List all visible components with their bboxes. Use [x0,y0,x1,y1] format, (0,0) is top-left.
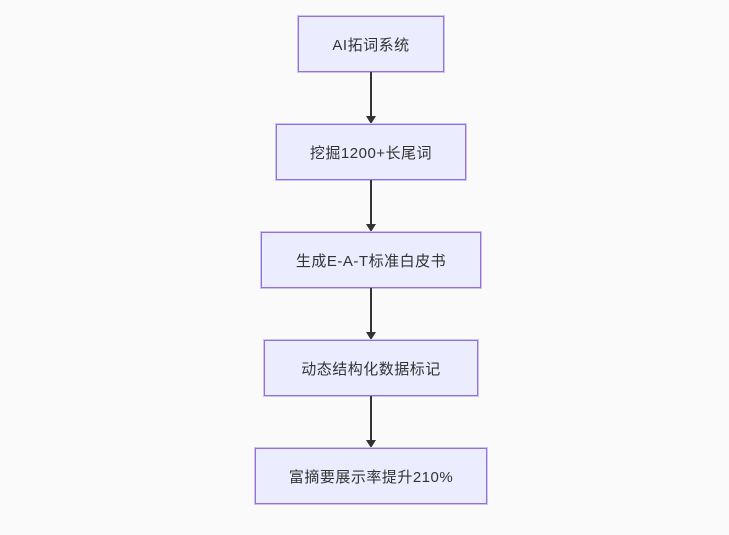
flow-node-structured-data: 动态结构化数据标记 [264,340,478,396]
edge-4-5 [366,396,376,448]
edge-line [370,288,372,332]
flow-node-label: 富摘要展示率提升210% [288,468,454,486]
flow-node-label: 动态结构化数据标记 [301,360,441,378]
flow-node-ai-word-system: AI拓词系统 [298,16,444,72]
flow-node-label: 挖掘1200+长尾词 [309,144,433,162]
arrowhead-down-icon [366,116,376,124]
edge-line [370,396,372,440]
flow-node-longtail-keywords: 挖掘1200+长尾词 [276,124,466,180]
arrowhead-down-icon [366,224,376,232]
edge-3-4 [366,288,376,340]
edge-1-2 [366,72,376,124]
flow-node-label: AI拓词系统 [332,36,410,54]
flowchart-column: AI拓词系统 挖掘1200+长尾词 生成E-A-T标准白皮书 动态结构化数据标记 [255,16,487,504]
edge-2-3 [366,180,376,232]
edge-line [370,180,372,224]
flow-node-eat-whitepaper: 生成E-A-T标准白皮书 [261,232,481,288]
arrowhead-down-icon [366,440,376,448]
arrowhead-down-icon [366,332,376,340]
flow-node-rich-snippet-result: 富摘要展示率提升210% [255,448,487,504]
edge-line [370,72,372,116]
flow-node-label: 生成E-A-T标准白皮书 [295,252,447,270]
